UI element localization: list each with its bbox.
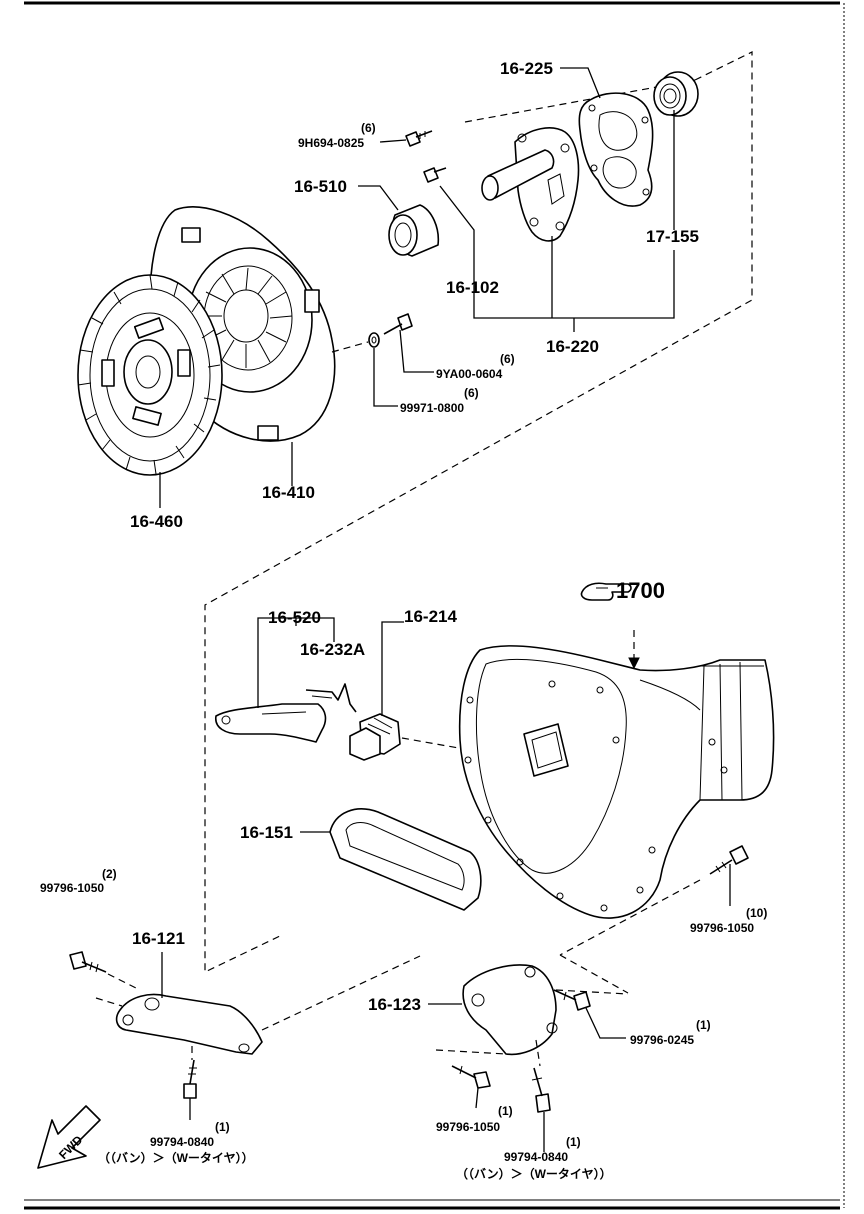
- washer-99971: [368, 332, 380, 348]
- fwd-arrow-icon: FWD: [37, 1105, 101, 1169]
- label-99796-1050-top: 99796-1050: [40, 881, 104, 895]
- release-fork-16-520: [215, 703, 327, 743]
- transmission-case-1700: [458, 645, 775, 919]
- bearing-17-155: [653, 71, 699, 117]
- label-9h694: 9H694-0825: [298, 136, 364, 150]
- page-border: [24, 1, 845, 1210]
- bracket-16-121: [115, 993, 263, 1055]
- label-99796-0245-qty: (1): [696, 1018, 711, 1032]
- label-1700: 1700: [616, 578, 665, 603]
- cover-16-151: [329, 808, 482, 911]
- label-17-155: 17-155: [646, 227, 699, 246]
- bolt-99796-1050-left: [69, 951, 107, 973]
- gasket-16-225: [578, 92, 654, 207]
- bolt-99796-1050-bottom: [451, 1065, 491, 1089]
- label-16-460: 16-460: [130, 512, 183, 531]
- label-16-510: 16-510: [294, 177, 347, 196]
- clutch-disc-16-460: [77, 274, 223, 476]
- boot-16-214: [349, 713, 401, 761]
- label-99796-1050-bottom-qty: (1): [498, 1104, 513, 1118]
- label-99794-right: 99794-0840: [504, 1150, 568, 1164]
- bracket-16-123: [462, 964, 558, 1056]
- bolt-99796-0245: [553, 989, 591, 1011]
- bolt-9ya00: [383, 313, 413, 335]
- bolt-9h694-upper: [405, 130, 433, 147]
- clip-16-232a: [305, 683, 357, 713]
- bolt-99796-1050-right: [709, 845, 749, 875]
- bolt-9h694-lower: [423, 167, 447, 183]
- label-99796-1050-top-qty: (2): [102, 867, 117, 881]
- label-16-225: 16-225: [500, 59, 553, 78]
- label-99971: 99971-0800: [400, 401, 464, 415]
- label-99794-left-note: （（バン）＞（Wータイヤ））: [98, 1150, 254, 1165]
- label-99796-1050-bottom: 99796-1050: [436, 1120, 500, 1134]
- label-99794-right-qty: (1): [566, 1135, 581, 1149]
- label-99796-1050-right: 99796-1050: [690, 921, 754, 935]
- leader-lines: [159, 67, 731, 1152]
- release-bearing-16-510: [388, 204, 440, 257]
- label-16-123: 16-123: [368, 995, 421, 1014]
- bolt-99794-0840-left: [183, 1059, 197, 1099]
- label-9ya00: 9YA00-0604: [436, 367, 503, 381]
- label-16-151: 16-151: [240, 823, 293, 842]
- label-99794-right-note: （（バン）＞（Wータイヤ））: [456, 1166, 612, 1181]
- front-cover-16-102: [481, 127, 580, 242]
- label-99796-0245: 99796-0245: [630, 1033, 694, 1047]
- label-99971-qty: (6): [464, 386, 479, 400]
- bolt-99794-0840-right: [531, 1067, 551, 1113]
- label-99794-left: 99794-0840: [150, 1135, 214, 1149]
- pointing-hand-icon: [580, 582, 632, 601]
- label-16-220: 16-220: [546, 337, 599, 356]
- label-16-410: 16-410: [262, 483, 315, 502]
- label-99796-1050-right-qty: (10): [746, 906, 767, 920]
- label-16-121: 16-121: [132, 929, 185, 948]
- label-99794-left-qty: (1): [215, 1120, 230, 1134]
- label-16-214: 16-214: [404, 607, 457, 626]
- label-16-520: 16-520: [268, 608, 321, 627]
- label-9h694-qty: (6): [361, 121, 376, 135]
- label-9ya00-qty: (6): [500, 352, 515, 366]
- label-16-232a: 16-232A: [300, 640, 365, 659]
- label-16-102: 16-102: [446, 278, 499, 297]
